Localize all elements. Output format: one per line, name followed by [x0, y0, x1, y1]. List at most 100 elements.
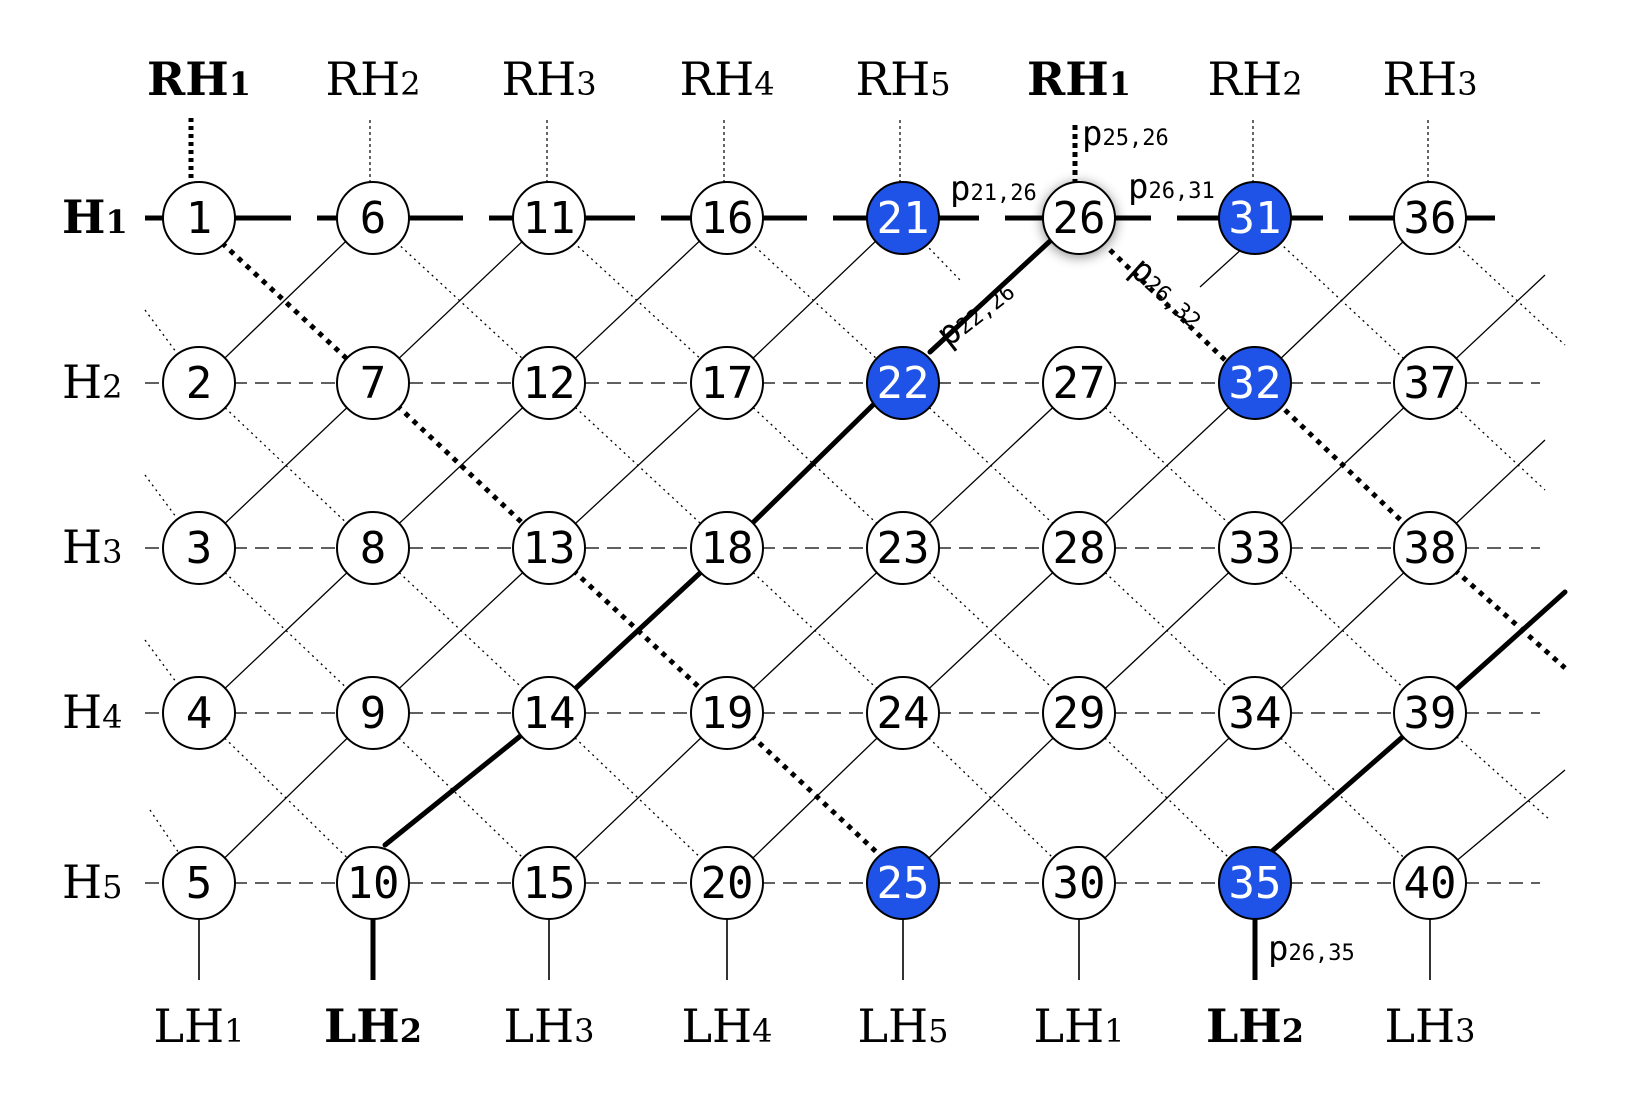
top-label-2: RH2 [325, 52, 420, 106]
node-circle [512, 346, 586, 420]
node-5: 5 [162, 846, 236, 920]
node-label: 5 [186, 858, 213, 909]
path-label-25-26: p25,26 [1082, 114, 1169, 154]
node-circle [1218, 346, 1292, 420]
top-label-6: RH1 [1027, 52, 1131, 106]
node-40: 40 [1393, 846, 1467, 920]
top-label-3: RH3 [501, 52, 596, 106]
bottom-label-8: LH3 [1384, 999, 1475, 1053]
node-14: 14 [512, 676, 586, 750]
node-18: 18 [690, 511, 764, 585]
node-8: 8 [336, 511, 410, 585]
node-label: 39 [1404, 688, 1457, 739]
top-label-8: RH3 [1382, 52, 1477, 106]
node-circle [1393, 346, 1467, 420]
bottom-label-4: LH4 [681, 999, 772, 1053]
node-label: 9 [360, 688, 387, 739]
top-label-1: RH1 [147, 52, 251, 106]
node-label: 32 [1229, 358, 1282, 409]
node-34: 34 [1218, 676, 1292, 750]
node-circle [512, 511, 586, 585]
node-33: 33 [1218, 511, 1292, 585]
node-circle [1042, 181, 1116, 255]
bottom-label-2: LH2 [324, 999, 422, 1053]
node-circle [690, 846, 764, 920]
node-label: 36 [1404, 193, 1457, 244]
node-label: 18 [701, 523, 754, 574]
node-label: 6 [360, 193, 387, 244]
node-circle [162, 511, 236, 585]
node-circle [1393, 846, 1467, 920]
node-23: 23 [866, 511, 940, 585]
node-circle [336, 846, 410, 920]
solid-diagonals [198, 217, 1566, 884]
node-36: 36 [1393, 181, 1467, 255]
node-circle [1393, 511, 1467, 585]
node-13: 13 [512, 511, 586, 585]
node-circle [162, 346, 236, 420]
node-label: 13 [523, 523, 576, 574]
row-label-h4: H4 [62, 685, 122, 739]
node-39: 39 [1393, 676, 1467, 750]
node-label: 30 [1053, 858, 1106, 909]
dotted-diagonals [144, 217, 1566, 884]
node-circle [1042, 676, 1116, 750]
node-circle [866, 846, 940, 920]
node-label: 21 [877, 193, 930, 244]
node-label: 2 [186, 358, 213, 409]
node-24: 24 [866, 676, 940, 750]
node-label: 38 [1404, 523, 1457, 574]
node-circle [1393, 181, 1467, 255]
node-22: 22 [866, 346, 940, 420]
top-label-5: RH5 [855, 52, 950, 106]
node-label: 33 [1229, 523, 1282, 574]
node-19: 19 [690, 676, 764, 750]
node-circle [690, 346, 764, 420]
node-label: 26 [1053, 193, 1106, 244]
node-label: 35 [1229, 858, 1282, 909]
node-29: 29 [1042, 676, 1116, 750]
node-circle [162, 181, 236, 255]
node-label: 7 [360, 358, 387, 409]
top-label-4: RH4 [679, 52, 774, 106]
node-circle [1218, 181, 1292, 255]
node-32: 32 [1218, 346, 1292, 420]
node-circle [512, 676, 586, 750]
node-circle [1042, 846, 1116, 920]
row-label-h2: H2 [62, 355, 122, 409]
path-label-26-35: p26,35 [1268, 929, 1355, 969]
node-15: 15 [512, 846, 586, 920]
node-label: 37 [1404, 358, 1457, 409]
node-label: 22 [877, 358, 930, 409]
node-circle [866, 676, 940, 750]
node-label: 16 [701, 193, 754, 244]
node-37: 37 [1393, 346, 1467, 420]
node-16: 16 [690, 181, 764, 255]
node-25: 25 [866, 846, 940, 920]
node-12: 12 [512, 346, 586, 420]
node-label: 24 [877, 688, 930, 739]
node-circle [1393, 676, 1467, 750]
node-27: 27 [1042, 346, 1116, 420]
node-label: 40 [1404, 858, 1457, 909]
path-label-26-31: p26,31 [1128, 167, 1215, 207]
node-label: 27 [1053, 358, 1106, 409]
node-label: 31 [1229, 193, 1282, 244]
path-label-21-26: p21,26 [950, 169, 1037, 209]
node-circle [512, 846, 586, 920]
node-circle [1042, 511, 1116, 585]
node-label: 28 [1053, 523, 1106, 574]
node-label: 3 [186, 523, 213, 574]
node-circle [866, 346, 940, 420]
row-label-h3: H3 [62, 520, 122, 574]
node-6: 6 [336, 181, 410, 255]
node-circle [512, 181, 586, 255]
node-circle [690, 181, 764, 255]
node-circle [866, 181, 940, 255]
node-1: 1 [162, 181, 236, 255]
node-label: 4 [186, 688, 213, 739]
